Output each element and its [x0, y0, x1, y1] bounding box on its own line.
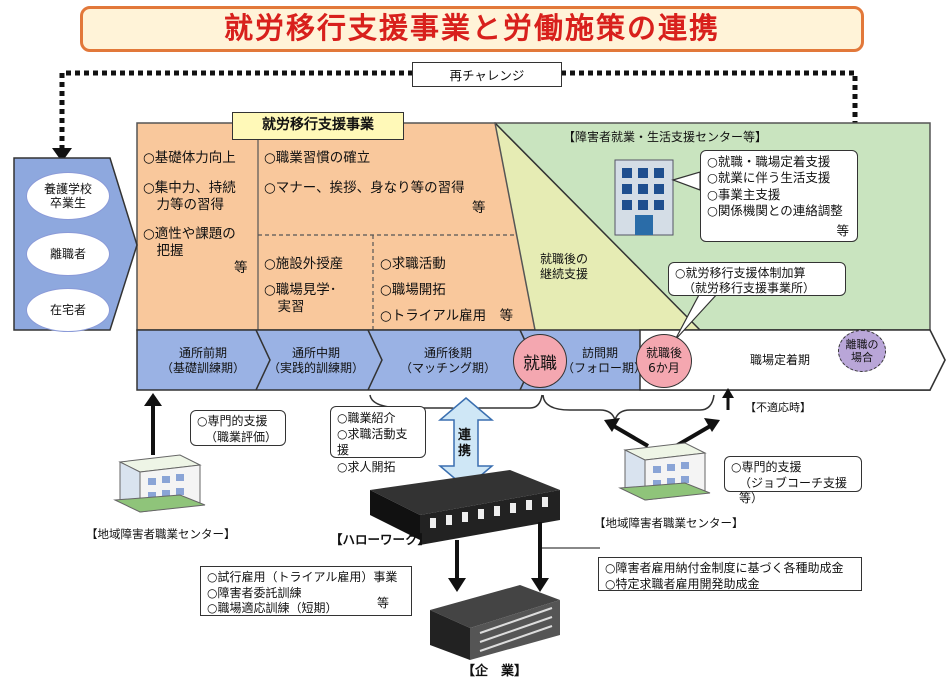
left-center-building-icon — [113, 454, 206, 513]
hellowork-item: ○求職活動支援 — [337, 427, 408, 458]
hw-program-etc: 等 — [376, 596, 389, 611]
rechallenge-arrowhead — [52, 148, 72, 162]
col2-bottom-item-2: ○職場見学･ 実習 — [264, 282, 337, 315]
col2-top-item-1: ○職業習慣の確立 — [264, 150, 371, 166]
title-banner — [80, 6, 864, 52]
leave-circle: 離職の 場合 — [838, 330, 886, 372]
right-center-line-1: ○専門的支援 — [731, 460, 802, 474]
center-support-etc: 等 — [836, 222, 849, 238]
six-months-circle: 就職後 6か月 — [636, 334, 692, 388]
addition-line-2: （就労移行支援事業所） — [683, 281, 816, 295]
center-header: 【障害者就業・生活支援センター等】 — [563, 130, 768, 144]
stage-middle: 通所中期 （実践的訓練期） — [267, 346, 364, 375]
stage-retention: 職場定着期 — [749, 353, 810, 367]
col2-bottom-item-1: ○施設外授産 — [264, 256, 344, 272]
right-center-building-icon — [618, 442, 711, 501]
right-center-callout: ○専門的支援 （ジョブコーチ支援等） — [724, 456, 862, 505]
stage-visit: 訪問期 （フォロー期） — [562, 346, 647, 375]
col3-item-2: ○職場開拓 — [380, 282, 446, 298]
col2-top-etc: 等 — [472, 200, 486, 216]
center-office-building-icon — [614, 159, 674, 236]
hellowork-subsidies: ○障害者雇用納付金制度に基づく各種助成金 ○特定求職者雇用開発助成金 — [598, 557, 862, 591]
hw-program-item: ○障害者委託訓練 — [207, 585, 302, 600]
employment-circle: 就職 — [513, 334, 567, 388]
subsidy-item: ○障害者雇用納付金制度に基づく各種助成金 — [605, 561, 844, 575]
hellowork-item: ○職業紹介 — [337, 411, 396, 425]
center-support-item: ○就業に伴う生活支援 — [707, 170, 831, 186]
hw-program-item: ○試行雇用（トライアル雇用）事業 — [207, 570, 398, 584]
page-title: 就労移行支援事業と労働施策の連携 — [223, 11, 720, 45]
hellowork-item: ○求人開拓 — [337, 459, 396, 474]
right-center-label: 【地域障害者職業センター】 — [594, 516, 744, 530]
company-building-icon — [430, 585, 560, 660]
addition-callout: ○就労移行支援体制加算 （就労移行支援事業所） — [668, 262, 846, 296]
hw-program-item: ○職場適応訓練（短期） — [207, 601, 338, 616]
left-center-callout: ○専門的支援 （職業評価） — [190, 410, 286, 446]
left-center-line-2: （職業評価） — [205, 429, 278, 444]
center-support-item: ○事業主支援 — [707, 186, 781, 202]
left-center-line-1: ○専門的支援 — [197, 414, 268, 428]
stage-late: 通所後期 （マッチング期） — [399, 346, 496, 375]
rechallenge-label: 再チャレンジ — [412, 62, 562, 87]
renkei-label: 連 携 — [458, 428, 472, 459]
program-header-box — [232, 112, 404, 140]
group-job-leavers: 離職者 — [26, 232, 110, 276]
right-center-line-2: （ジョブコーチ支援等） — [739, 475, 848, 506]
followup-label: 就職後の 継続支援 — [540, 252, 589, 281]
col1-item-2: ○集中力、持続 力等の習得 — [143, 180, 236, 213]
col1-etc: 等 — [234, 260, 248, 276]
left-center-label: 【地域障害者職業センター】 — [86, 527, 236, 541]
group-school-graduates: 養護学校 卒業生 — [26, 172, 110, 220]
col3-item-1: ○求職活動 — [380, 256, 446, 272]
rechallenge-loop — [59, 70, 858, 330]
center-support-item: ○就職・職場定着支援 — [707, 154, 831, 169]
col2-top-item-2: ○マナー、挨拶、身なり等の習得 — [264, 180, 465, 196]
col3-item-3: ○トライアル雇用 等 — [380, 308, 514, 324]
group-at-home: 在宅者 — [26, 288, 110, 332]
unsuitable-label: 【不適応時】 — [745, 401, 811, 414]
program-header: 就労移行支援事業 — [262, 117, 374, 133]
hellowork-building-icon — [370, 470, 560, 545]
addition-line-1: ○就労移行支援体制加算 — [675, 266, 806, 280]
col1-item-3: ○適性や課題の 把握 — [143, 226, 236, 259]
center-support-callout: ○就職・職場定着支援 ○就業に伴う生活支援 ○事業主支援 ○関係機関との連絡調整… — [700, 150, 858, 242]
hellowork-callout: ○職業紹介 ○求職活動支援 ○求人開拓 — [330, 406, 426, 474]
hellowork-label: 【ハローワーク】 — [330, 532, 431, 547]
col1-item-1: ○基礎体力向上 — [143, 150, 236, 166]
stage-early: 通所前期 （基礎訓練期） — [160, 346, 245, 375]
center-support-item: ○関係機関との連絡調整 — [707, 202, 843, 218]
hellowork-employer-programs: ○試行雇用（トライアル雇用）事業 ○障害者委託訓練 ○職場適応訓練（短期） 等 — [200, 566, 412, 616]
company-label: 【企 業】 — [462, 664, 528, 679]
subsidy-item: ○特定求職者雇用開発助成金 — [605, 576, 760, 591]
